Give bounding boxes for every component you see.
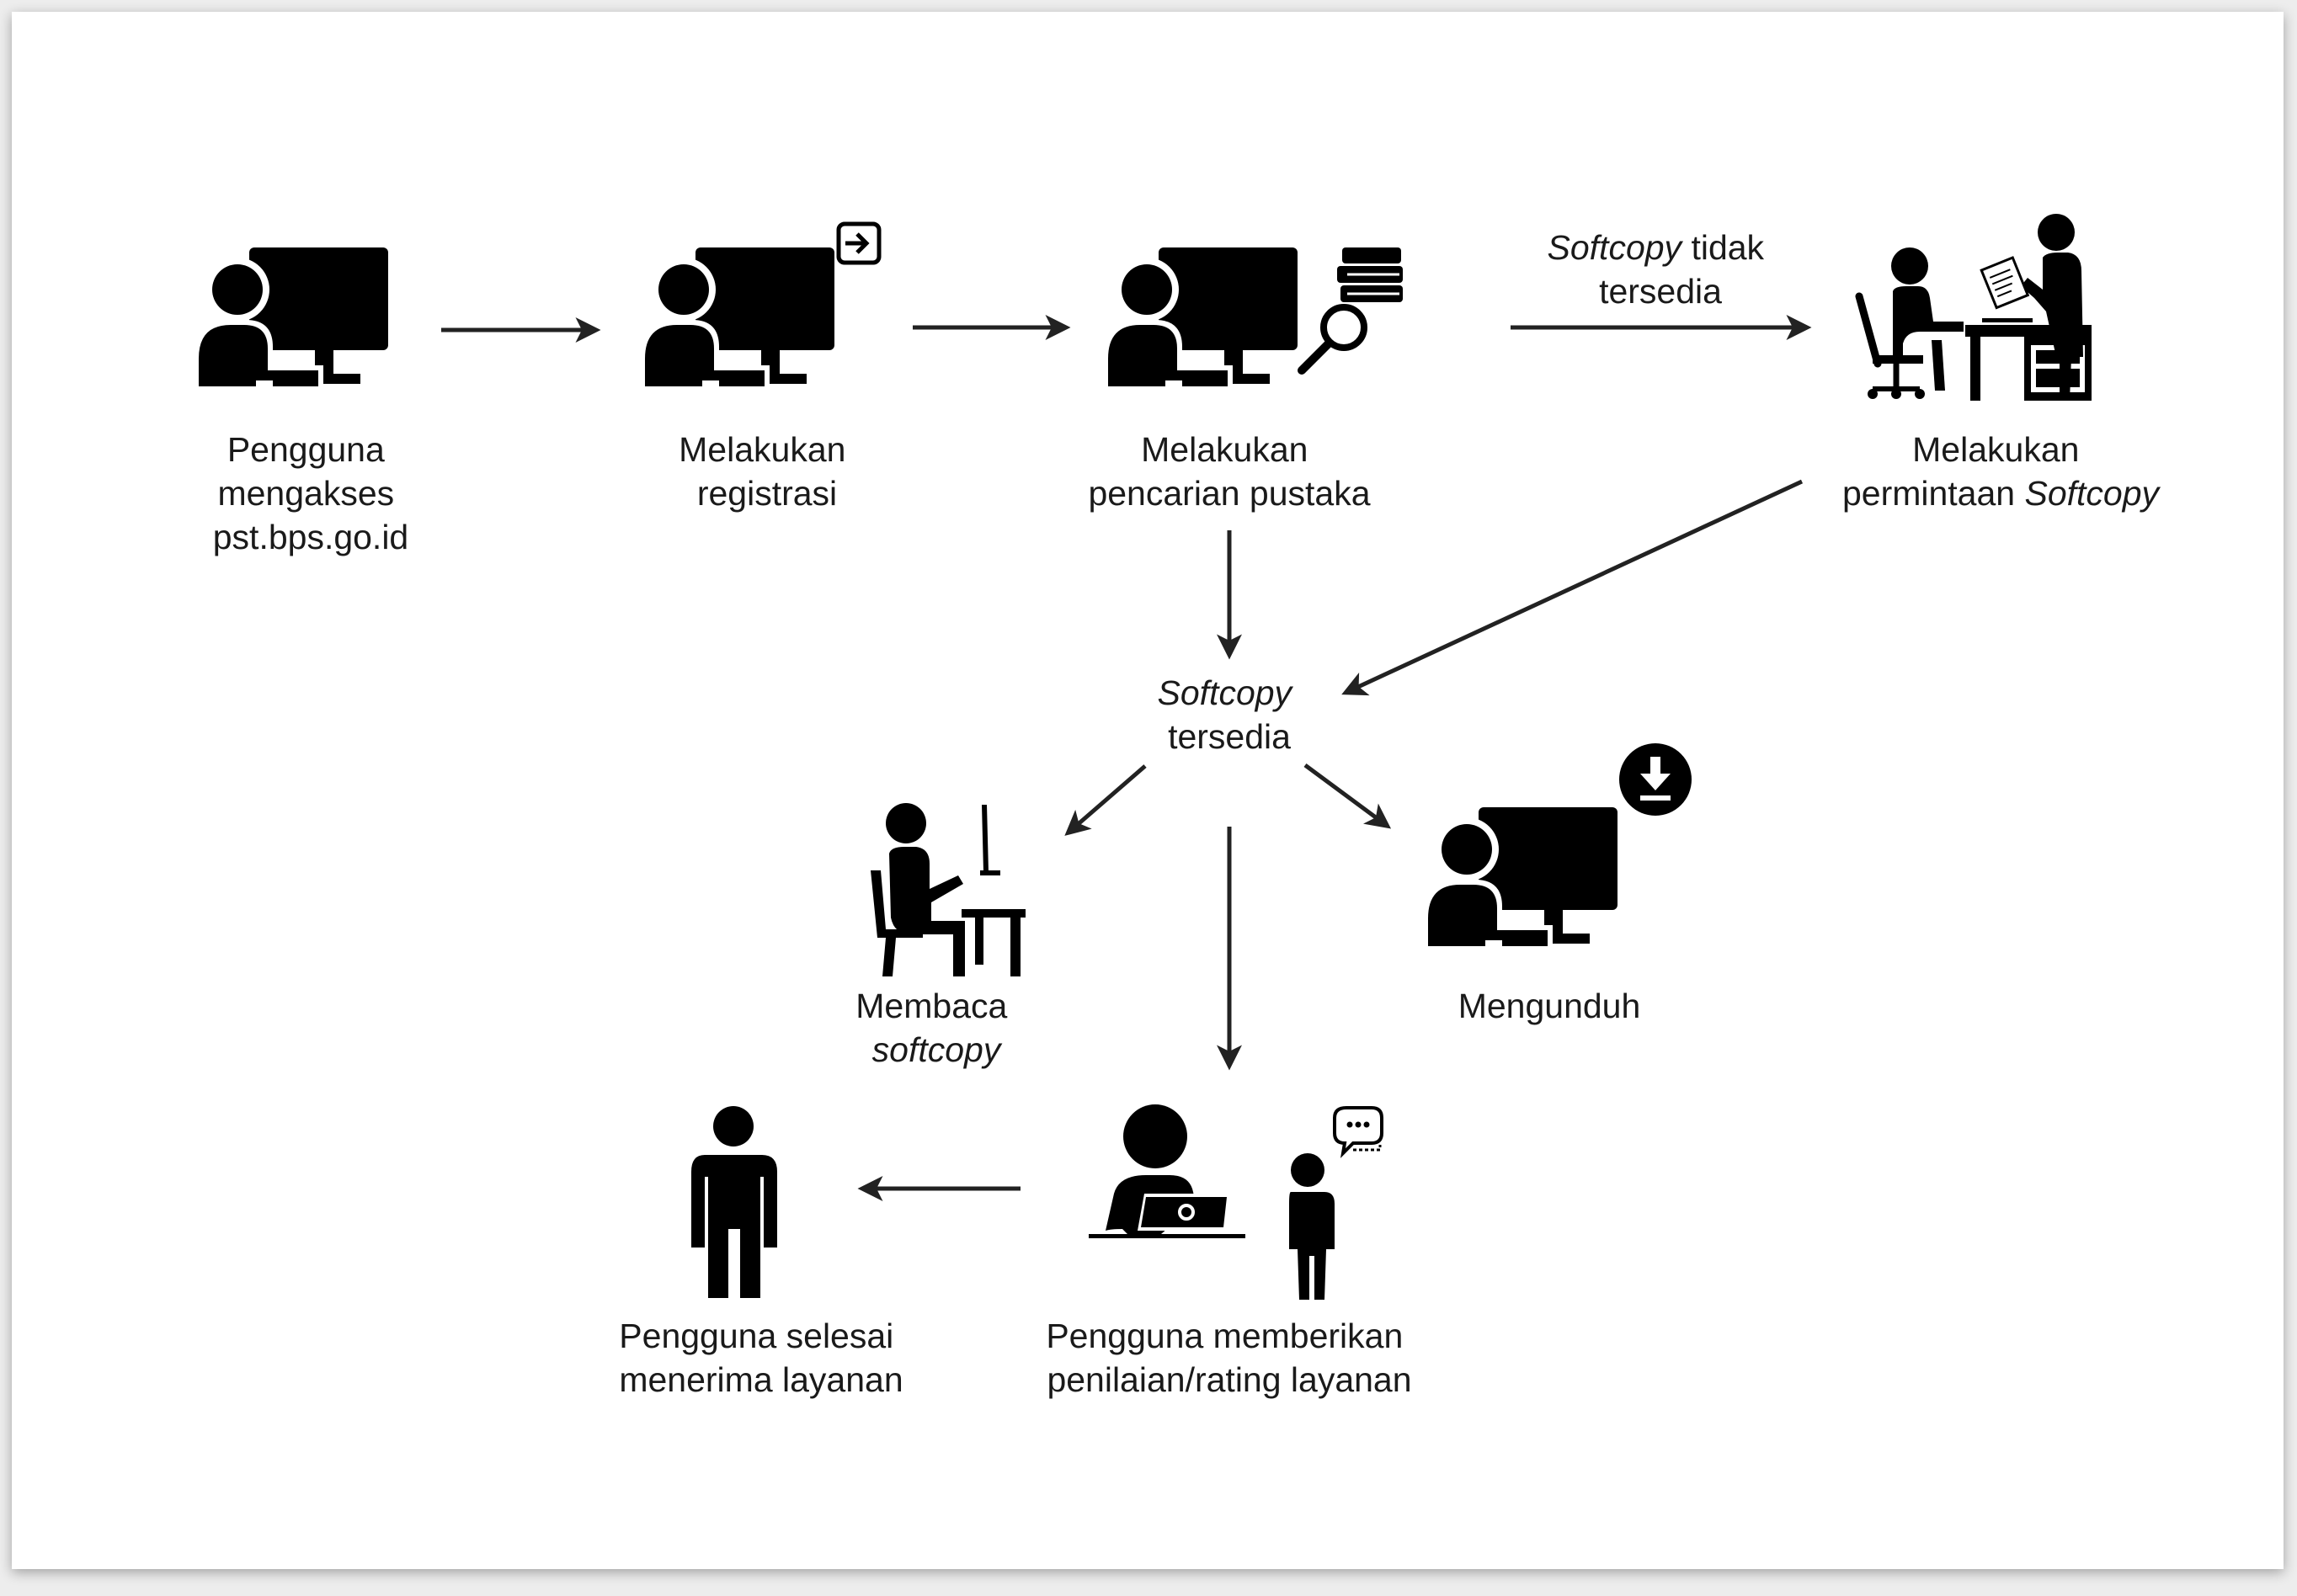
books-icon (1337, 247, 1403, 302)
magnifier-icon (1298, 302, 1369, 375)
label-register: Melakukan registrasi (679, 430, 855, 513)
person-reading-desk-icon (871, 803, 1026, 976)
chat-bubbles-icon (1333, 1106, 1383, 1158)
flow-diagram: Pengguna mengakses pst.bps.go.id Melakuk… (194, 214, 2161, 1399)
office-handover-document-icon (1855, 214, 2092, 401)
label-request: Melakukan permintaan Softcopy (1842, 430, 2161, 513)
label-search: Melakukan pencarian pustaka (1088, 430, 1370, 513)
download-badge-icon (1619, 743, 1692, 816)
label-rating: Pengguna memberikan penilaian/rating lay… (1046, 1317, 1412, 1399)
label-download: Mengunduh (1458, 987, 1641, 1025)
standing-person-icon (691, 1106, 777, 1298)
diagram-card: Pengguna mengakses pst.bps.go.id Melakuk… (12, 12, 2284, 1569)
label-available: Softcopy tersedia (1158, 673, 1302, 756)
arrow-available-to-read (1064, 764, 1147, 836)
user-computer-icon (194, 247, 388, 386)
user-computer-login-icon (640, 221, 882, 386)
laptop-user-feedback-icon (1089, 1104, 1383, 1300)
label-not-available: Softcopy tidak tersedia (1548, 228, 1774, 311)
label-access: Pengguna mengakses pst.bps.go.id (213, 430, 409, 556)
user-computer-search-books-icon (1103, 247, 1403, 386)
arrow-available-to-download (1303, 763, 1392, 829)
login-icon (836, 221, 882, 265)
user-computer-download-icon (1423, 743, 1692, 946)
label-read: Membaca softcopy (855, 987, 1016, 1069)
label-finish: Pengguna selesai menerima layanan (619, 1317, 903, 1399)
arrow-request-to-available (1341, 479, 1804, 696)
